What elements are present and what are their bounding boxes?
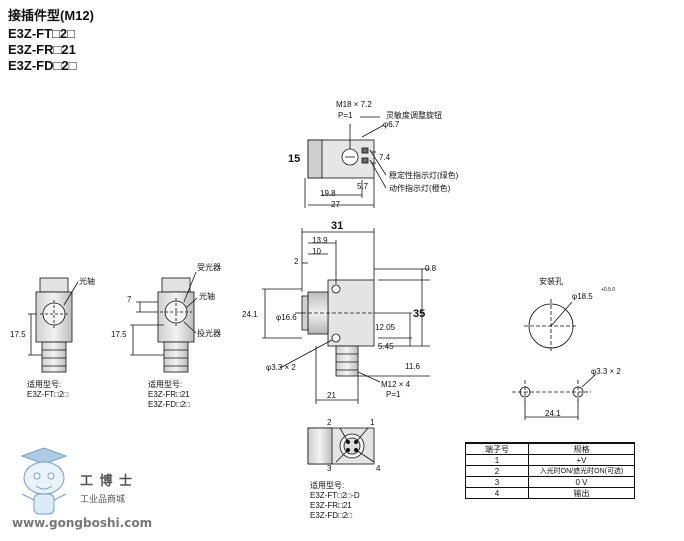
sensitivity-knob-label: 灵敏度调整旋钮 — [386, 111, 442, 120]
model-line-2: E3Z-FR□21 — [8, 42, 76, 57]
top-height-text: 15 — [288, 153, 300, 165]
thru-applies-label: 适用型号: — [27, 380, 62, 389]
reflective-view — [130, 271, 198, 373]
side-dim-08: 0.8 — [425, 264, 437, 273]
pin-number: 4 — [465, 487, 529, 499]
operation-led — [361, 157, 369, 164]
watermark-subtitle: 工业品商城 — [80, 495, 126, 505]
connector-view — [307, 427, 375, 465]
pin-number: 1 — [465, 454, 529, 466]
mounting-holes-label: φ3.3 × 2 — [591, 367, 621, 376]
watermark-url: www.gongboshi.com — [12, 516, 153, 530]
stability-led-label: 稳定性指示灯(绿色) — [389, 171, 459, 180]
pin-number: 2 — [465, 465, 529, 477]
pin-spec: 0 V — [528, 476, 635, 488]
side-dim-35: 35 — [413, 308, 426, 320]
side-dim-139: 13.9 — [312, 236, 328, 245]
model-line-3: E3Z-FD□2□ — [8, 58, 77, 73]
pin-1-label: 1 — [370, 418, 375, 427]
table-row: 2 入光时ON/遮光时ON(可选) — [465, 465, 635, 477]
top-rear — [307, 139, 323, 179]
emitter-label: 投光器 — [197, 329, 221, 338]
side-dim-2: 2 — [294, 257, 299, 266]
table-row: 3 0 V — [465, 476, 635, 488]
conn-model-1: E3Z-FT□2□-D — [310, 491, 360, 500]
conn-model-3: E3Z-FD□2□ — [310, 511, 353, 520]
conn-applies-label: 适用型号: — [310, 481, 345, 490]
side-dim-10: 10 — [312, 247, 321, 256]
pin-table-header-spec: 规格 — [528, 442, 635, 455]
top-view — [304, 116, 387, 208]
side-dim-1205: 12.05 — [375, 323, 396, 332]
watermark-mascot-icon — [20, 447, 68, 515]
side-dim-241: 24.1 — [242, 310, 258, 319]
model-line-1: E3Z-FT□2□ — [8, 26, 75, 41]
watermark-brand: 工 博 士 — [80, 474, 134, 489]
conn-model-2: E3Z-FR□21 — [310, 501, 352, 510]
mounting-tolerance: +0.5 0 — [601, 287, 616, 293]
stability-led — [361, 147, 369, 154]
pin-spec: +V — [528, 454, 635, 466]
pin-4-label: 4 — [376, 464, 381, 473]
thru-axis-label: 光轴 — [79, 277, 95, 286]
top-dim-57: 5.7 — [357, 182, 369, 191]
side-dim-31: 31 — [331, 220, 344, 232]
pin-3-label: 3 — [327, 464, 332, 473]
refl-model-2: E3Z-FD□2□ — [148, 400, 191, 409]
pin-spec: 输出 — [528, 487, 635, 499]
pin-table-header: 端子号 规格 — [465, 442, 635, 455]
thru-dim-175: 17.5 — [10, 330, 26, 339]
page-title: 接插件型(M12) — [8, 8, 94, 23]
side-holes: φ3.3 × 2 — [266, 363, 296, 372]
mounting-holes — [512, 299, 597, 420]
side-connector-pitch: P=1 — [386, 390, 401, 399]
table-row: 4 输出 — [465, 487, 635, 499]
pin-spec: 入光时ON/遮光时ON(可选) — [528, 465, 635, 477]
refl-model-1: E3Z-FR□21 — [148, 390, 190, 399]
pin-2-label: 2 — [327, 418, 332, 427]
side-dim-21: 21 — [327, 391, 336, 400]
side-connector — [335, 345, 359, 377]
top-knob-dia: φ6.7 — [383, 120, 400, 129]
operation-led-label: 动作指示灯(橙色) — [389, 184, 451, 193]
side-lens-dia: φ16.6 — [276, 313, 297, 322]
refl-dim-7: 7 — [127, 295, 132, 304]
top-dim-74: 7.4 — [379, 153, 391, 162]
top-pitch: P=1 — [338, 111, 353, 120]
side-dim-545: 5.45 — [378, 342, 394, 351]
side-dim-116: 11.6 — [405, 362, 420, 371]
thru-model-1: E3Z-FT□2□ — [27, 390, 69, 399]
mounting-title: 安装孔 — [539, 277, 563, 286]
refl-axis-label: 光轴 — [199, 292, 215, 301]
top-dim-27: 27 — [331, 200, 340, 209]
table-row: 1 +V — [465, 454, 635, 466]
mounting-spacing: 24.1 — [545, 409, 561, 418]
refl-dim-175: 17.5 — [111, 330, 127, 339]
receiver-label: 受光器 — [197, 263, 221, 272]
pin-table: 端子号 规格 1 +V 2 入光时ON/遮光时ON(可选) 3 0 V 4 输出 — [465, 442, 635, 499]
thru-beam-view — [28, 277, 79, 373]
refl-applies-label: 适用型号: — [148, 380, 183, 389]
pin-number: 3 — [465, 476, 529, 488]
pin-table-header-terminal: 端子号 — [465, 442, 529, 455]
side-connector-thread: M12 × 4 — [381, 380, 411, 389]
side-view — [262, 228, 430, 404]
mounting-dia: φ18.5 — [572, 292, 593, 301]
top-dim-198: 19.8 — [320, 189, 336, 198]
top-thread: M18 × 7.2 — [336, 100, 372, 109]
